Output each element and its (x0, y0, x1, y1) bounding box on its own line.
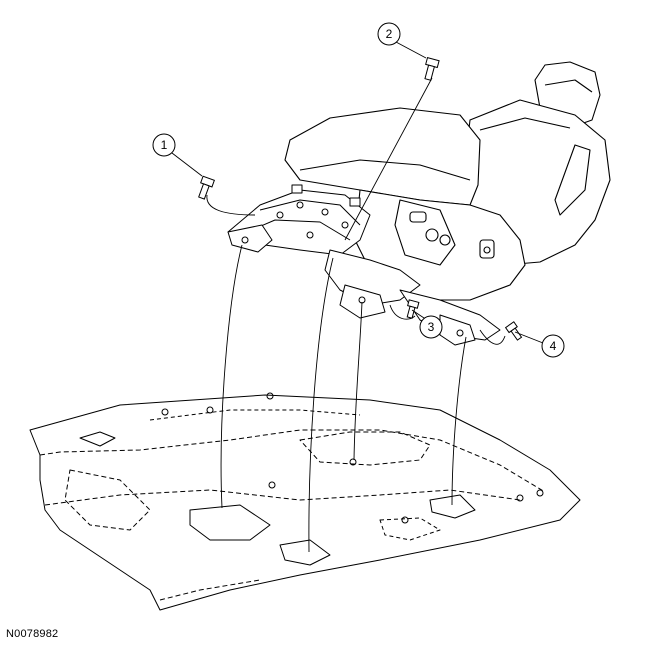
callout-number: 3 (428, 320, 435, 334)
seat-assembly (284, 61, 611, 301)
bolt-1 (198, 175, 215, 200)
callout-circle (419, 315, 443, 339)
callout-circle (377, 22, 401, 46)
installation-leader-lines (206, 77, 506, 553)
callout-number: 2 (386, 27, 393, 41)
bolt-4 (504, 321, 523, 341)
bolt-2 (424, 57, 440, 81)
callout-circle (152, 133, 176, 157)
callout-3: 3 (411, 309, 443, 339)
callout-2: 2 (377, 22, 427, 59)
callout-4: 4 (514, 331, 565, 358)
figure-id: N0078982 (6, 628, 59, 640)
bolts (198, 57, 523, 341)
callout-number: 4 (550, 339, 557, 353)
seat-cushion (284, 107, 481, 206)
bolt-3 (406, 299, 420, 319)
floor-pan (29, 392, 581, 611)
callout-1: 1 (152, 133, 203, 177)
callout-number: 1 (161, 138, 168, 152)
callout-circle (541, 334, 565, 358)
